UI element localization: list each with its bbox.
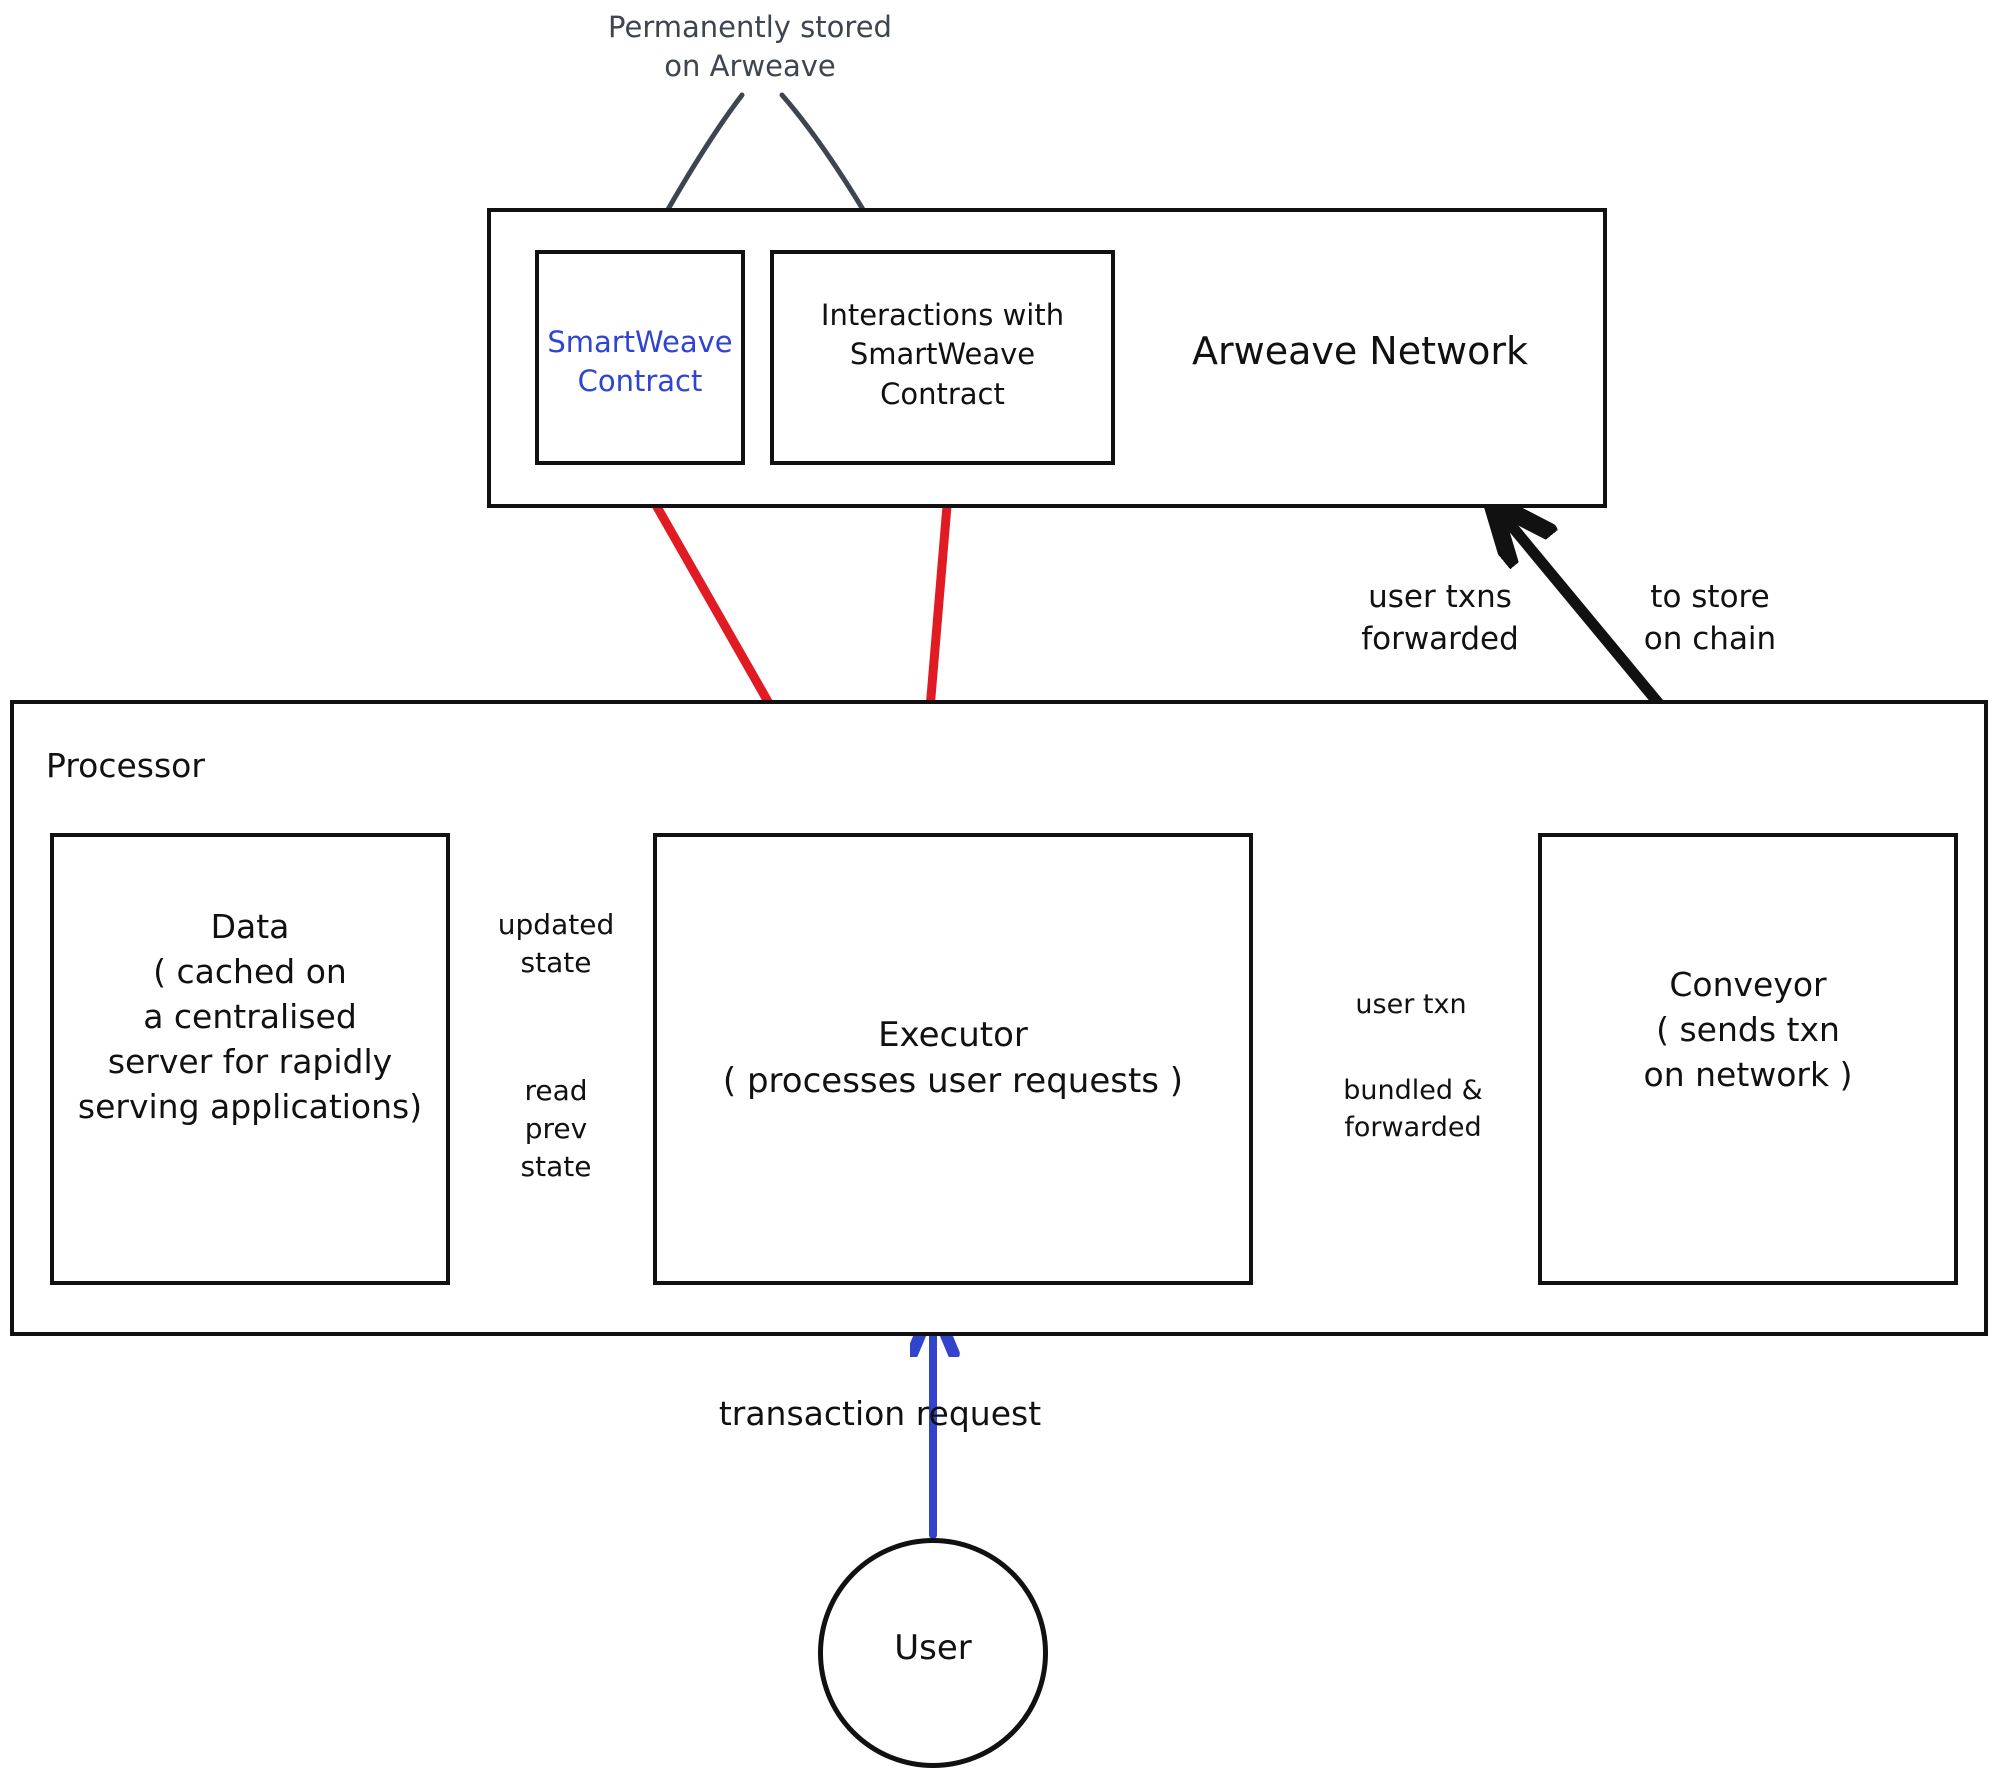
user-label: User — [894, 1628, 972, 1668]
smartweave-contract-box[interactable] — [535, 250, 745, 465]
executor-label: Executor ( processes user requests ) — [722, 1015, 1184, 1102]
processor-title: Processor — [46, 746, 205, 785]
label-to-store-on-chain: to store on chain — [1643, 579, 1777, 658]
interactions-with-smartweave-contract-label: Interactions with SmartWeave Contract — [820, 298, 1065, 411]
data-label: Data ( cached on a centralised server fo… — [77, 907, 423, 1126]
diagram-canvas: Permanently stored on Arweave Arweave Ne… — [10, 10, 1988, 1768]
interactions-with-smartweave-contract-box[interactable] — [770, 250, 1115, 465]
note-permanently-stored: Permanently stored on Arweave — [608, 10, 892, 84]
label-bundled-and-forwarded: bundled & forwarded — [1343, 1075, 1483, 1143]
label-transaction-request: transaction request — [718, 1394, 1042, 1433]
executor-box[interactable] — [653, 833, 1253, 1285]
conveyor-label: Conveyor ( sends txn on network ) — [1643, 965, 1853, 1094]
conveyor-box[interactable] — [1538, 833, 1958, 1285]
label-user-txns-forwarded: user txns forwarded — [1361, 579, 1519, 658]
label-updated-state: updated state — [497, 908, 615, 980]
data-box[interactable] — [50, 833, 450, 1285]
label-user-txn: user txn — [1355, 989, 1467, 1020]
smartweave-contract-label: SmartWeave Contract — [547, 325, 733, 399]
arweave-network-title: Arweave Network — [1192, 329, 1528, 373]
label-read-prev-state: read prev state — [520, 1074, 592, 1184]
